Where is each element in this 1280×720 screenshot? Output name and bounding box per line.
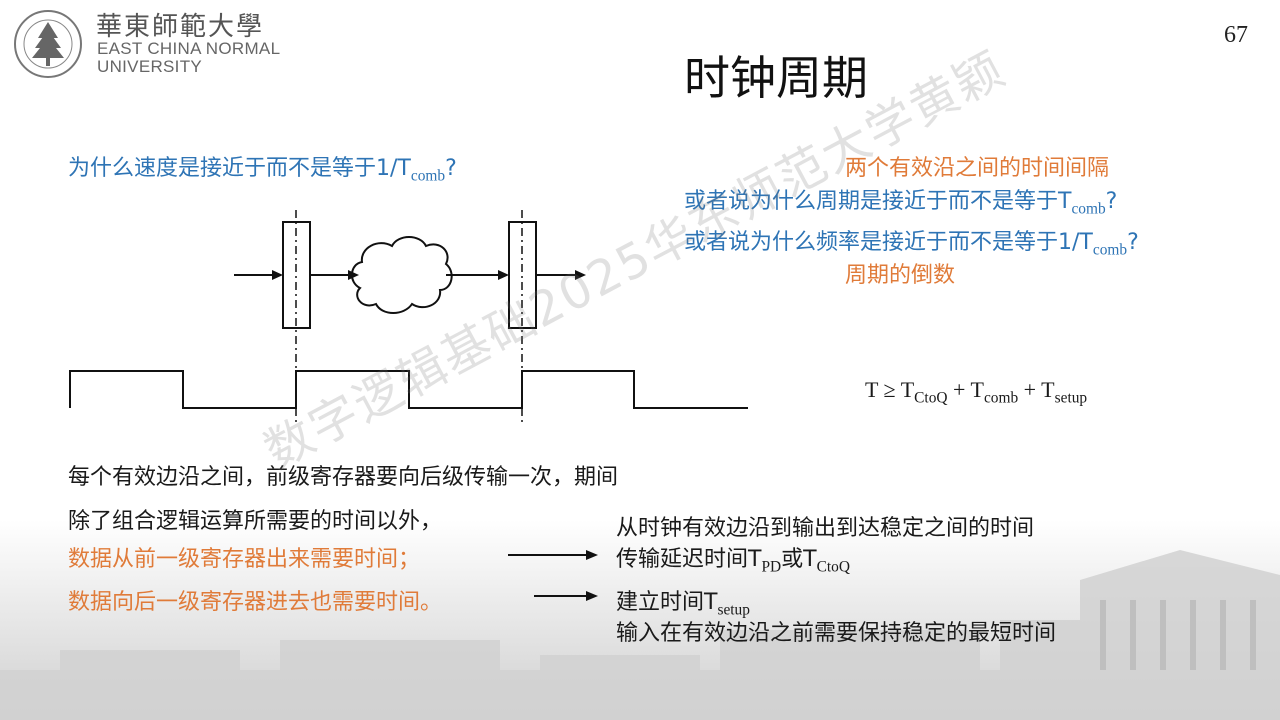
- definition-ctoq-description: 从时钟有效边沿到输出到达稳定之间的时间: [616, 510, 1034, 542]
- definition-arrows: [500, 540, 610, 610]
- formula-sub-comb: comb: [984, 389, 1018, 406]
- definition-setup-description: 输入在有效边沿之前需要保持稳定的最短时间: [616, 615, 1056, 647]
- slide-title: 时钟周期: [684, 42, 868, 108]
- timing-formula: T ≥ TCtoQ + Tcomb + Tsetup: [865, 377, 1087, 407]
- logo-english-name-line2: UNIVERSITY: [97, 57, 202, 77]
- logo-english-name-line1: EAST CHINA NORMAL: [97, 39, 280, 59]
- university-emblem-icon: [10, 8, 86, 80]
- explanation-line-4: 数据向后一级寄存器进去也需要时间。: [68, 584, 442, 616]
- question-speed: 为什么速度是接近于而不是等于1/Tcomb?: [68, 150, 457, 185]
- explanation-line-1: 每个有效边沿之间，前级寄存器要向后级传输一次，期间: [68, 459, 618, 491]
- question-speed-subscript: comb: [411, 167, 445, 184]
- formula-plus-1: + T: [948, 377, 984, 402]
- explanation-line-3: 数据从前一级寄存器出来需要时间；: [68, 541, 420, 573]
- explanation-line-2: 除了组合逻辑运算所需要的时间以外，: [68, 503, 442, 535]
- formula-plus-2: + T: [1018, 377, 1054, 402]
- question-frequency-subscript: comb: [1093, 241, 1127, 258]
- definition-ctoq-text: 传输延迟时间T: [616, 547, 761, 572]
- definition-ctoq-sub-pd: PD: [761, 558, 781, 575]
- definition-ctoq-sub-ctoq: CtoQ: [817, 558, 850, 575]
- question-speed-suffix: ?: [445, 156, 457, 181]
- question-frequency-suffix: ?: [1127, 230, 1139, 255]
- formula-lhs: T ≥ T: [865, 377, 914, 402]
- note-period-reciprocal: 周期的倒数: [845, 257, 955, 289]
- logo-chinese-name: 華東師範大學: [96, 6, 264, 43]
- combinational-logic-cloud: [352, 237, 452, 313]
- definition-ctoq: 传输延迟时间TPD或TCtoQ: [616, 541, 850, 576]
- definition-ctoq-or: 或T: [781, 547, 816, 572]
- question-period-subscript: comb: [1071, 200, 1105, 217]
- formula-sub-setup: setup: [1055, 389, 1088, 406]
- formula-sub-ctoq: CtoQ: [914, 389, 947, 406]
- page-number: 67: [1224, 22, 1248, 49]
- question-speed-text: 为什么速度是接近于而不是等于1/T: [68, 156, 411, 181]
- definition-setup-text: 建立时间T: [616, 590, 717, 615]
- question-period-suffix: ?: [1106, 189, 1118, 214]
